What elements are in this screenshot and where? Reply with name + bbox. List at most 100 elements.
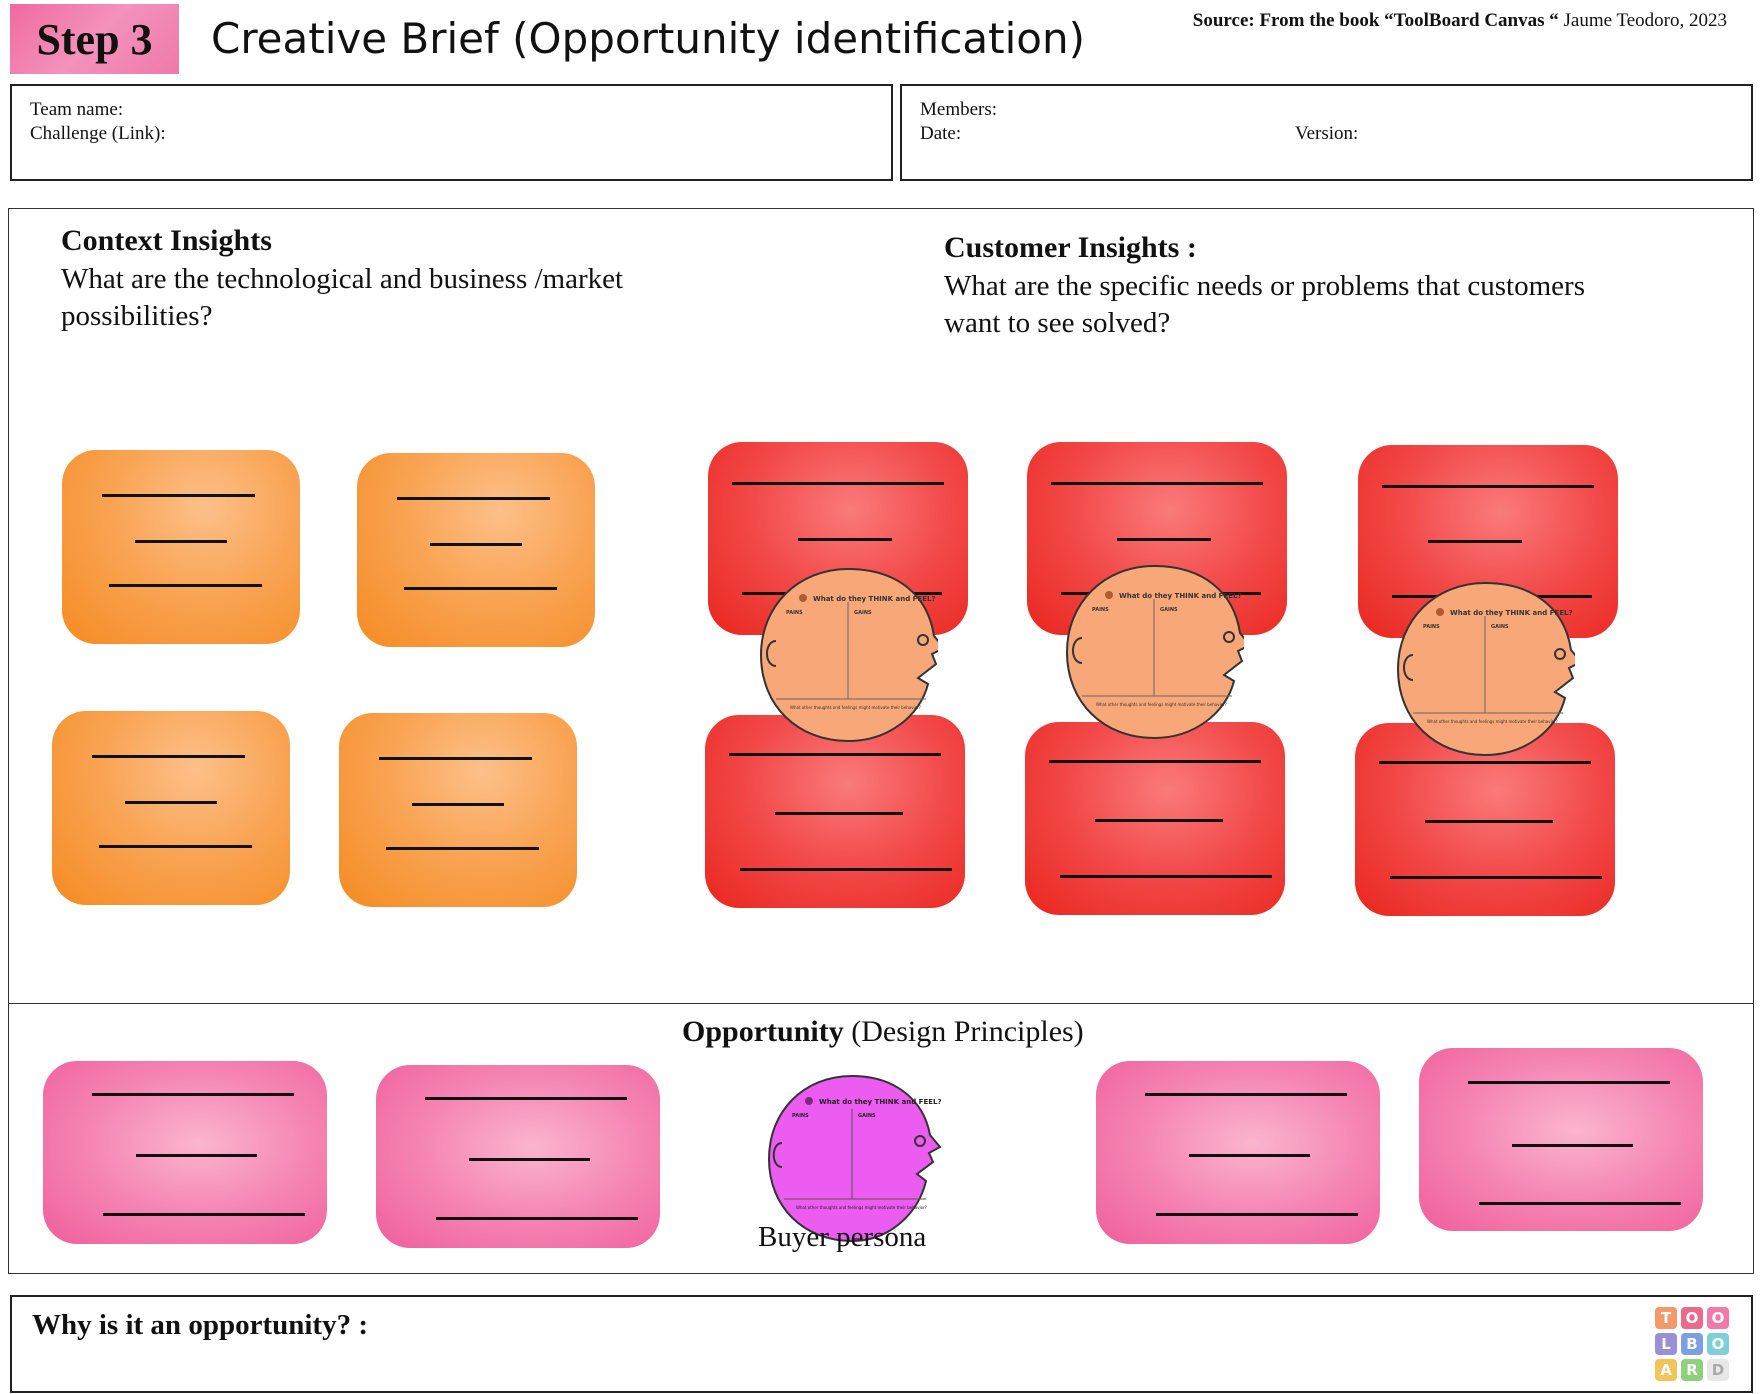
source-author: Jaume Teodoro, 2023 (1558, 10, 1728, 31)
blank-line (103, 1213, 305, 1216)
blank-line (1390, 876, 1602, 879)
blank-line (1428, 540, 1522, 543)
blank-line (92, 1093, 294, 1096)
date-label: Date: (920, 123, 962, 144)
pains-heading: PAINS (792, 1113, 809, 1119)
blank-line (469, 1158, 590, 1161)
context-card[interactable] (52, 711, 290, 905)
opportunity-title: Opportunity (Design Principles) (682, 1015, 1084, 1049)
step-badge: Step 3 (10, 4, 179, 74)
logo-tile-icon: A (1655, 1359, 1677, 1381)
why-opportunity-box[interactable]: Why is it an opportunity? : T O O L B O … (10, 1295, 1753, 1393)
blank-line (740, 868, 952, 871)
blank-line (397, 497, 550, 500)
empathy-head-icon: What do they THINK and FEEL? PAINS GAINS… (1396, 581, 1575, 757)
context-card[interactable] (62, 450, 300, 644)
members-info-box: Members: Date: Version: (900, 84, 1753, 181)
blank-line (1060, 875, 1272, 878)
persona-bottom-text: What other thoughts and feelings might m… (796, 1205, 927, 1210)
customer-insights-question: What are the specific needs or problems … (944, 270, 1585, 339)
team-info-box: Team name: Challenge (Link): (10, 84, 893, 181)
source-credit: Source: From the book “ToolBoard Canvas … (1193, 10, 1727, 32)
logo-tile-icon: T (1655, 1307, 1677, 1329)
opportunity-title-bold: Opportunity (682, 1015, 844, 1048)
logo-tile-icon: B (1681, 1333, 1703, 1355)
logo-tile-icon: L (1655, 1333, 1677, 1355)
blank-line (732, 482, 944, 485)
toolboard-logo: T O O L B O A R D (1655, 1307, 1735, 1387)
logo-tile-icon: O (1707, 1333, 1729, 1355)
opportunity-card[interactable] (43, 1061, 327, 1244)
blank-line (99, 845, 252, 848)
blank-line (430, 543, 522, 546)
persona-card-title: What do they THINK and FEEL? (1119, 592, 1242, 600)
persona-card-title: What do they THINK and FEEL? (819, 1098, 942, 1106)
challenge-label: Challenge (Link): (30, 123, 166, 144)
blank-line (729, 753, 941, 756)
blank-line (1145, 1093, 1347, 1096)
members-label: Members: (920, 99, 998, 120)
customer-card[interactable] (705, 715, 965, 908)
blank-line (1156, 1213, 1358, 1216)
empathy-head-icon: What do they THINK and FEEL? PAINS GAINS… (1065, 564, 1244, 740)
source-prefix: Source: From the book “ToolBoard Canvas … (1192, 10, 1559, 31)
blank-line (1479, 1202, 1681, 1205)
blank-line (1382, 485, 1594, 488)
blank-line (1095, 819, 1223, 822)
opportunity-title-rest: (Design Principles) (843, 1015, 1084, 1048)
blank-line (1117, 538, 1211, 541)
blank-line (109, 584, 262, 587)
step-label: Step 3 (36, 14, 153, 64)
insights-panel (8, 208, 1754, 1274)
buyer-persona-head-icon: What do they THINK and FEEL? PAINS GAINS… (767, 1074, 942, 1243)
persona-card-title: What do they THINK and FEEL? (813, 595, 936, 603)
logo-tile-icon: R (1681, 1359, 1703, 1381)
pains-heading: PAINS (786, 610, 803, 616)
context-insights-title: Context Insights (61, 224, 272, 257)
gains-heading: GAINS (1160, 607, 1178, 613)
blank-line (798, 538, 892, 541)
buyer-persona-label: Buyer persona (758, 1221, 927, 1253)
blank-line (425, 1097, 627, 1100)
context-card[interactable] (357, 453, 595, 647)
blank-line (1468, 1081, 1670, 1084)
opportunity-card[interactable] (376, 1065, 660, 1248)
blank-line (1049, 760, 1261, 763)
pains-heading: PAINS (1423, 624, 1440, 630)
gains-heading: GAINS (858, 1113, 876, 1119)
empathy-head-icon: What do they THINK and FEEL? PAINS GAINS… (759, 567, 938, 743)
blank-line (436, 1217, 638, 1220)
opportunity-card[interactable] (1419, 1048, 1703, 1231)
blank-line (92, 755, 245, 758)
why-opportunity-label: Why is it an opportunity? : (32, 1309, 368, 1341)
persona-card-title: What do they THINK and FEEL? (1450, 609, 1573, 617)
blank-line (1379, 761, 1591, 764)
persona-bottom-text: What other thoughts and feelings might m… (790, 705, 921, 710)
logo-tile-icon: O (1681, 1307, 1703, 1329)
blank-line (386, 847, 539, 850)
page-title: Creative Brief (Opportunity identificati… (211, 14, 1085, 63)
blank-line (1051, 482, 1263, 485)
opportunity-card[interactable] (1096, 1061, 1380, 1244)
context-insights-question: What are the technological and business … (61, 263, 624, 332)
team-name-label: Team name: (30, 99, 124, 120)
gains-heading: GAINS (1491, 624, 1509, 630)
pains-heading: PAINS (1092, 607, 1109, 613)
version-label: Version: (1295, 123, 1359, 144)
blank-line (1512, 1144, 1633, 1147)
customer-insights-title: Customer Insights : (944, 231, 1197, 264)
context-card[interactable] (339, 713, 577, 907)
logo-tile-icon: O (1707, 1307, 1729, 1329)
persona-bottom-text: What other thoughts and feelings might m… (1427, 719, 1558, 724)
gains-heading: GAINS (854, 610, 872, 616)
blank-line (1189, 1154, 1310, 1157)
customer-card[interactable] (1025, 722, 1285, 915)
blank-line (125, 801, 217, 804)
blank-line (136, 1154, 257, 1157)
blank-line (102, 494, 255, 497)
blank-line (1425, 820, 1553, 823)
persona-bottom-text: What other thoughts and feelings might m… (1096, 702, 1227, 707)
section-divider (8, 1003, 1754, 1004)
blank-line (379, 757, 532, 760)
blank-line (412, 803, 504, 806)
